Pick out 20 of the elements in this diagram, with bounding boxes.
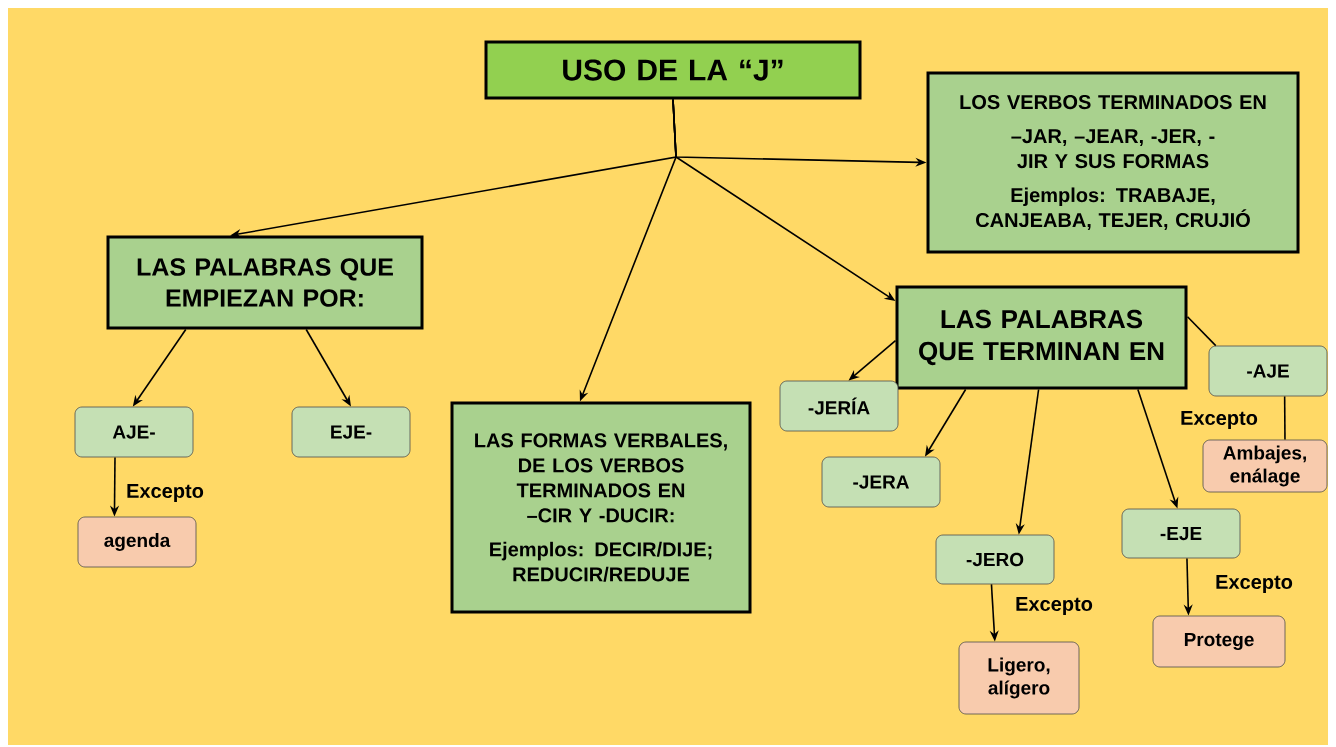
concept-box: LAS PALABRAS QUE EMPIEZAN POR: <box>106 235 424 330</box>
rounded-box: -EJE <box>1121 508 1241 559</box>
concept-box: LAS FORMAS VERBALES, DE LOS VERBOS TERMINADOS EN –CIR Y -DUCIR: Ejemplos: DECIR/DIJE; REDUCIR/REDUJE <box>450 401 752 614</box>
rounded-box: -AJE <box>1208 345 1328 397</box>
exception-box: agenda <box>77 516 197 568</box>
edge-label: Excepto <box>1214 574 1294 594</box>
rounded-box: -JERA <box>821 456 941 508</box>
concept-box: LOS VERBOS TERMINADOS EN –JAR, –JEAR, -JER, -JIR Y SUS FORMAS Ejemplos: TRABAJE, CANJEABA, TEJER, CRUJIÓ <box>926 71 1300 254</box>
rounded-box: AJE- <box>74 406 194 458</box>
concept-box: LAS PALABRAS QUE TERMINAN EN <box>895 285 1188 390</box>
exception-box: Ligero, alígero <box>958 641 1080 715</box>
rounded-box: -JERO <box>935 534 1055 585</box>
exception-box: Protege <box>1152 615 1286 668</box>
edge-label: Excepto <box>1179 410 1259 430</box>
title-box: USO DE LA “J” <box>484 40 862 100</box>
edge-label: Excepto <box>1014 596 1094 616</box>
rounded-box: -JERÍA <box>779 380 899 432</box>
exception-box: Ambajes, enálage <box>1202 439 1328 493</box>
rounded-box: EJE- <box>291 406 411 458</box>
edge-label: Excepto <box>125 483 205 503</box>
